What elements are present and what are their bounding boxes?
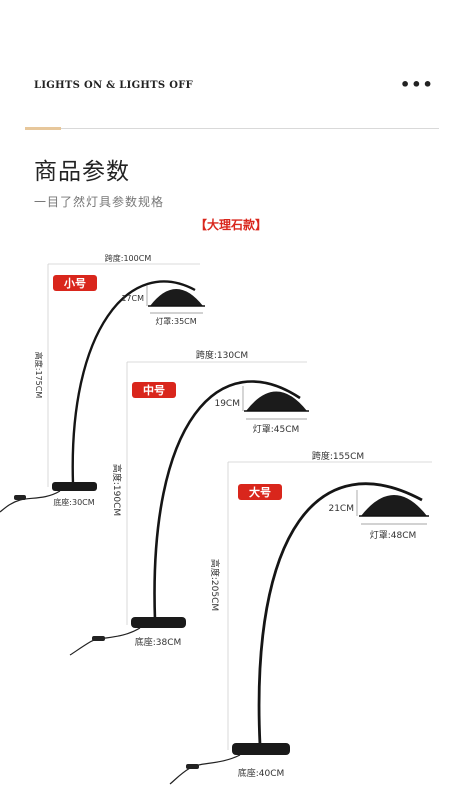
small-size-tag: 小号 <box>63 276 86 290</box>
large-lamp-shade <box>361 495 427 516</box>
page-title: 商品参数 <box>34 159 130 185</box>
large-shade-diameter-label: 灯罩:48CM <box>370 530 417 541</box>
large-arc-pole <box>257 482 423 746</box>
small-base-label: 底座:30CM <box>53 497 94 507</box>
large-size-tag: 大号 <box>249 485 271 499</box>
medium-shade-height-label: 19CM <box>214 399 240 409</box>
more-dots-icon[interactable]: ••• <box>400 75 434 94</box>
brand-title: LIGHTS ON & LIGHTS OFF <box>34 80 194 91</box>
medium-span-label: 跨度:130CM <box>196 349 248 361</box>
large-span-label: 跨度:155CM <box>312 450 364 462</box>
medium-shade-diameter-label: 灯罩:45CM <box>253 424 300 435</box>
small-size-tag-bg <box>53 275 97 291</box>
divider <box>25 128 439 129</box>
large-base <box>232 743 290 755</box>
medium-power-cord <box>69 627 141 656</box>
variant-label: 【大理石款】 <box>194 218 267 232</box>
medium-base-label: 底座:38CM <box>135 636 182 648</box>
small-lamp-shade <box>150 289 203 306</box>
large-cord-switch <box>186 764 199 769</box>
page-subtitle: 一目了然灯具参数规格 <box>34 195 165 209</box>
small-power-cord <box>0 490 61 513</box>
small-span-label: 跨度:100CM <box>105 253 152 263</box>
large-height-label: 高度:205CM <box>209 559 221 611</box>
small-shade-height-label: 17CM <box>121 294 144 303</box>
medium-base <box>131 617 186 628</box>
lamp-small: 小号 跨度:100CM 17CM 灯罩:35CM 高度:175CM 底座:30C… <box>0 253 205 513</box>
lamp-large: 大号 跨度:155CM 21CM 灯罩:48CM 高度:205CM 底座:40C… <box>169 450 432 785</box>
medium-cord-switch <box>92 636 105 641</box>
medium-size-tag: 中号 <box>143 383 165 397</box>
small-height-label: 高度:175CM <box>34 352 44 399</box>
small-arc-pole <box>71 280 196 485</box>
small-base <box>52 482 97 491</box>
large-shade-height-label: 21CM <box>328 504 354 514</box>
medium-lamp-shade <box>246 391 307 411</box>
medium-arc-pole <box>153 380 301 621</box>
large-size-tag-bg <box>238 484 282 500</box>
medium-height-label: 高度:190CM <box>111 464 123 516</box>
medium-size-tag-bg <box>132 382 176 398</box>
small-cord-switch <box>14 495 26 500</box>
large-power-cord <box>169 754 241 785</box>
large-base-label: 底座:40CM <box>238 767 285 779</box>
divider-accent <box>25 127 61 130</box>
lamp-medium: 中号 跨度:130CM 19CM 灯罩:45CM 高度:190CM 底座:38C… <box>69 349 309 656</box>
small-shade-diameter-label: 灯罩:35CM <box>155 316 196 326</box>
